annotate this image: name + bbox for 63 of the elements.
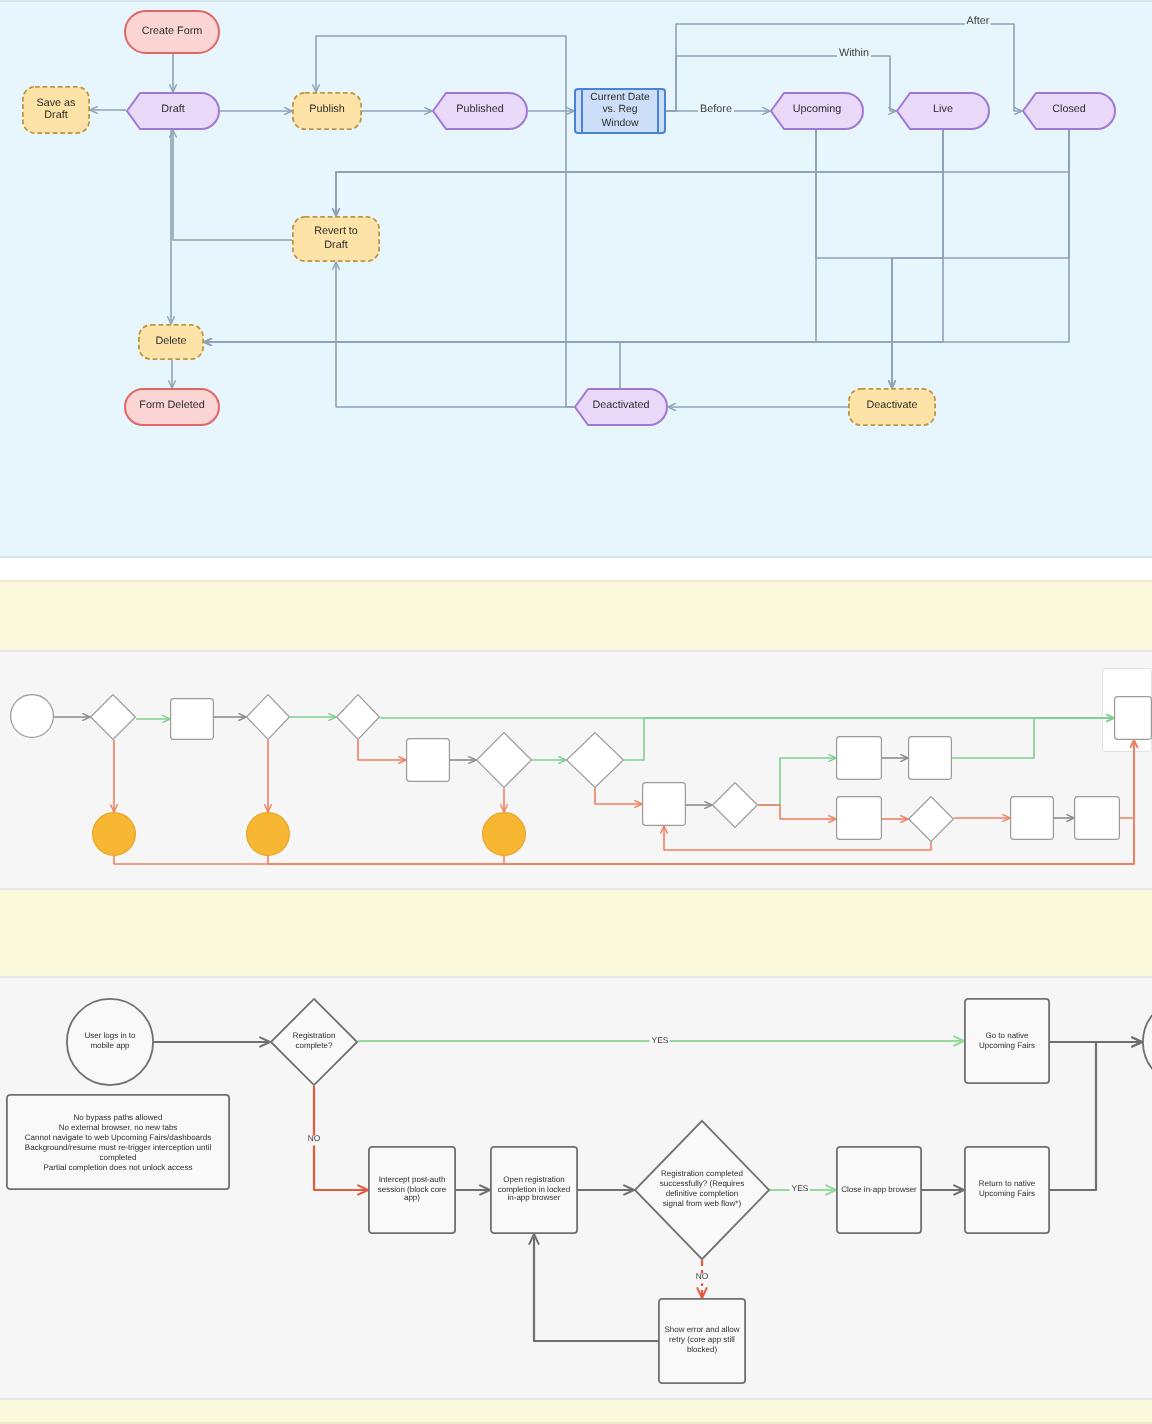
- process-box: [642, 782, 686, 826]
- arrow: [696, 1260, 708, 1299]
- arrow: [53, 712, 91, 722]
- circle-node: [10, 694, 54, 738]
- arrow: [665, 23, 1023, 116]
- decision-diamond: [476, 732, 532, 788]
- decision-diamond: [246, 694, 290, 740]
- decision-diamond: [566, 732, 624, 788]
- decision-diamond: [908, 796, 954, 842]
- alert-circle: [92, 812, 136, 856]
- arrow: [361, 106, 433, 116]
- process-box: [836, 796, 882, 840]
- decision-diamond: [712, 782, 758, 828]
- arrow: [594, 787, 643, 809]
- note-box: [6, 1094, 230, 1190]
- arrow: [449, 755, 477, 765]
- process-box: [1074, 796, 1120, 840]
- process-box: [908, 736, 952, 780]
- arrow: [531, 755, 567, 765]
- arrow: [358, 1035, 965, 1047]
- arrow: [312, 1086, 369, 1196]
- arrow: [951, 713, 1115, 759]
- arrow: [89, 105, 127, 115]
- arrow: [953, 813, 1011, 823]
- arrow: [881, 814, 909, 824]
- arrow: [331, 261, 575, 408]
- arrow: [685, 800, 713, 810]
- arrow: [263, 739, 273, 813]
- arrow: [135, 714, 171, 724]
- arrow: [357, 739, 407, 765]
- arrow: [289, 712, 337, 722]
- alert-circle: [246, 812, 290, 856]
- arrow: [168, 129, 293, 241]
- arrow: [667, 402, 849, 412]
- arrow: [757, 804, 837, 824]
- arrow: [881, 753, 909, 763]
- arrow: [528, 1233, 658, 1343]
- arrow: [168, 53, 178, 93]
- arrow: [1053, 813, 1075, 823]
- arrow: [154, 1036, 271, 1048]
- arrow: [167, 359, 177, 389]
- alert-circle: [482, 812, 526, 856]
- arrow: [203, 337, 621, 389]
- arrow: [1050, 1036, 1143, 1192]
- arrow: [578, 1184, 635, 1196]
- arrow: [527, 106, 575, 116]
- arrow: [922, 1184, 965, 1196]
- arrow: [219, 106, 293, 116]
- arrow: [503, 739, 1139, 865]
- process-box: [1010, 796, 1054, 840]
- process-box: [1114, 696, 1152, 740]
- arrow: [659, 825, 932, 851]
- arrow: [213, 712, 247, 722]
- decision-diamond: [336, 694, 380, 740]
- arrow: [499, 787, 509, 813]
- arrow: [166, 129, 176, 325]
- process-box: [406, 738, 450, 782]
- process-box: [836, 736, 882, 780]
- arrow: [456, 1184, 491, 1196]
- process-box: [170, 698, 214, 740]
- decision-diamond: [90, 694, 136, 740]
- group-panel: [1102, 668, 1152, 752]
- arrow: [109, 739, 119, 813]
